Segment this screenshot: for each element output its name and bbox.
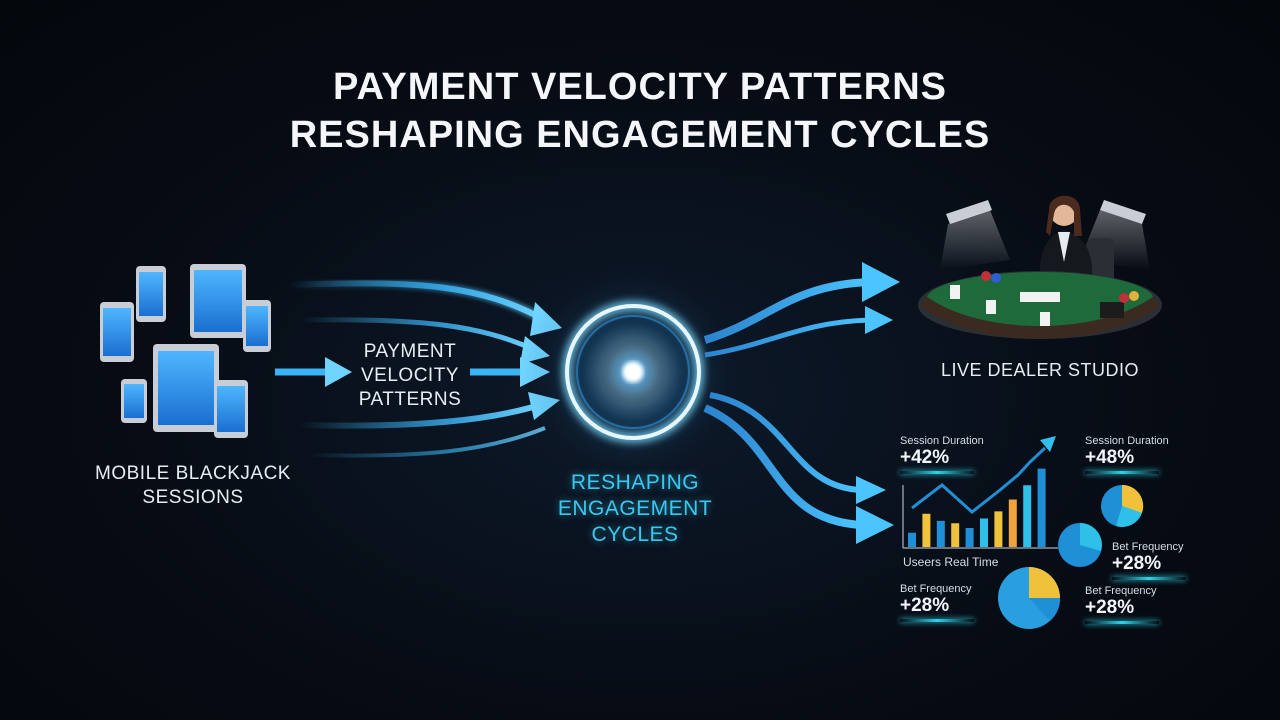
phone-icon [100,302,134,362]
title-line-2: RESHAPING ENGAGEMENT CYCLES [289,114,991,156]
stat-caption: Bet Frequency [1112,541,1184,553]
chart-bar [980,518,988,547]
pie-chart [1101,484,1144,527]
chart-bar [1023,485,1032,547]
stat-caption: Bet Frequency [900,583,972,595]
stat-value: +48% [1085,447,1135,468]
payment-velocity-line-3: PATTERNS [358,389,462,410]
mobile-sessions-line-2: SESSIONS [142,487,244,508]
chart-bar [922,513,931,547]
tablet-icon [153,344,219,432]
mobile-devices-illustration [100,264,271,438]
live-dealer-studio-illustration [918,195,1162,339]
chart-bar [1037,468,1046,547]
chart-bar [1008,499,1017,547]
chart-bar [951,523,960,547]
stat-glow-underline [1085,621,1159,624]
stat-caption: Session Duration [1085,435,1169,447]
chart-bar [965,528,974,547]
stat-glow-underline [1112,577,1186,580]
reshaping-line-1: RESHAPING [570,471,700,494]
title-line-1: PAYMENT VELOCITY PATTERNS [332,66,948,108]
reshaping-engagement-label: RESHAPING ENGAGEMENT CYCLES [540,470,730,548]
pie-chart [998,567,1061,629]
engagement-core-ring [523,262,743,482]
stat-value: +28% [1112,553,1162,574]
payment-velocity-line-1: PAYMENT [363,341,457,362]
reshaping-line-2: ENGAGEMENT [557,497,713,520]
mobile-sessions-line-1: MOBILE BLACKJACK [95,463,291,484]
trend-arrowhead [1040,436,1056,452]
pie-chart [1058,523,1102,567]
stat-glow-underline [900,619,974,622]
tablet-icon [190,264,246,338]
stat-session-duration: Session Duration +48% [1085,435,1169,474]
trend-line [911,446,1047,514]
stat-glow-underline [1085,471,1159,474]
payment-velocity-label: PAYMENT VELOCITY PATTERNS [340,340,480,412]
chart-caption-text: Useers Real Time [903,555,999,569]
stat-session-duration: Session Duration +42% [900,435,984,474]
chart-caption: Useers Real Time [903,555,998,569]
mobile-sessions-label: MOBILE BLACKJACK SESSIONS [80,462,306,510]
stat-value: +28% [1085,597,1135,618]
live-dealer-studio-label: LIVE DEALER STUDIO [940,360,1140,380]
phone-icon [243,300,271,352]
stat-bet-frequency: Bet Frequency +28% [1112,541,1186,580]
stat-bet-frequency: Bet Frequency +28% [900,583,974,622]
stat-bet-frequency: Bet Frequency +28% [1085,585,1159,624]
stat-caption: Bet Frequency [1085,585,1157,597]
stat-caption: Session Duration [900,435,984,447]
chart-bar [908,532,916,547]
blackjack-table [918,271,1162,339]
payment-velocity-line-2: VELOCITY [361,365,459,386]
stat-value: +42% [900,447,950,468]
chart-bar [994,511,1003,547]
engagement-bar-chart [902,436,1058,549]
outgoing-flow-arrows [703,262,900,544]
stat-glow-underline [900,471,974,474]
phone-icon [121,379,147,423]
stat-value: +28% [900,595,950,616]
phone-icon [214,380,248,438]
phone-icon [136,266,166,322]
reshaping-line-3: CYCLES [591,523,679,546]
studio-lamp-icon [940,200,1010,270]
chart-bar [936,520,945,547]
